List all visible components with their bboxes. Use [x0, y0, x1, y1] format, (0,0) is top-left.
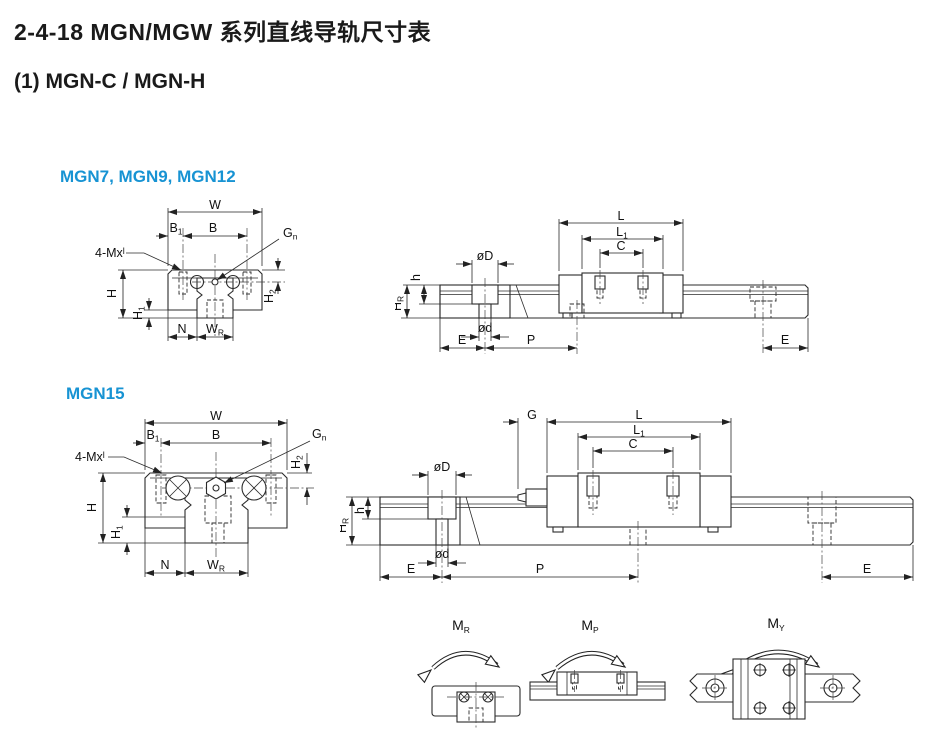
dim-label-g: G	[527, 408, 537, 422]
dim-label-h2: H2	[262, 289, 278, 303]
dim-label-w: W	[209, 198, 221, 212]
dim-label-c: C	[616, 239, 625, 253]
dim-label-hr: HR	[340, 518, 351, 533]
dim-label-e-left: E	[407, 562, 415, 576]
rail-bolt-hidden	[206, 299, 224, 319]
rail-cut-hatch	[379, 496, 461, 546]
dim-label-n: N	[177, 322, 186, 336]
carriage-body	[581, 272, 664, 314]
dim-label-l: L	[636, 408, 643, 422]
carriage-body	[577, 472, 701, 528]
dim-label-n: N	[160, 558, 169, 572]
dim-label-h-depth: h	[409, 274, 423, 281]
dim-label-h-depth: h	[353, 507, 367, 514]
dim-label-b: B	[212, 428, 220, 442]
dim-label-p: P	[536, 562, 544, 576]
dim-label-4mxl: 4-Mxl	[95, 246, 125, 260]
moment-label-my: MY	[767, 615, 785, 633]
dim-label-h-height: H	[85, 503, 99, 512]
dim-label-gn: Gn	[312, 427, 327, 443]
grease-port	[211, 278, 219, 286]
grease-nipple-tip	[517, 492, 527, 503]
mp-carriage	[556, 671, 638, 696]
dim-label-gn: Gn	[283, 226, 298, 242]
dim-label-b: B	[209, 221, 217, 235]
end-seal	[699, 475, 732, 528]
mgn15-cross-section-drawing: W B1 B 4-Mxl Gn H H1 H2 N WR	[75, 409, 327, 577]
dim-label-l1: L1	[616, 225, 628, 241]
dim-label-c: C	[628, 437, 637, 451]
ball-track	[225, 274, 241, 290]
dim-label-hr: HR	[395, 296, 406, 311]
dim-label-h1: H1	[131, 306, 147, 320]
page-subtitle: (1) MGN-C / MGN-H	[14, 70, 206, 93]
dim-label-h-height: H	[105, 289, 119, 298]
mgn15-side-view-drawing: G L L1 C øD h HR ød E P E	[340, 408, 914, 583]
moment-diagrams: MR MP MY	[416, 615, 861, 728]
grease-port-hex	[205, 476, 227, 500]
end-seal	[546, 475, 579, 528]
dim-label-w: W	[210, 409, 222, 423]
dim-label-e-left: E	[458, 333, 466, 347]
dim-label-od-small: ød	[435, 547, 450, 561]
dim-label-h2: H2	[289, 455, 305, 469]
my-carriage-top-view	[732, 658, 806, 720]
page-title: 2-4-18 MGN/MGW 系列直线导轨尺寸表	[14, 19, 432, 45]
ball-track	[189, 274, 205, 290]
dim-label-l1: L1	[633, 423, 645, 439]
dim-label-wr: WR	[207, 558, 225, 574]
dim-label-od-big: øD	[477, 249, 494, 263]
dim-label-wr: WR	[206, 322, 224, 338]
dim-label-b1: B1	[146, 428, 159, 444]
dim-label-l: L	[618, 209, 625, 223]
grease-nipple	[525, 488, 548, 507]
section-heading-mgn15: MGN15	[66, 384, 125, 403]
section-heading-mgn7-9-12: MGN7, MGN9, MGN12	[60, 167, 236, 186]
dim-label-p: P	[527, 333, 535, 347]
end-seal	[558, 274, 583, 314]
dim-label-e-right: E	[863, 562, 871, 576]
mgn-small-side-view-drawing: L L1 C øD h HR ød E P E	[395, 209, 809, 354]
dim-label-od-big: øD	[434, 460, 451, 474]
dim-label-b1: B1	[169, 221, 182, 237]
dim-label-h1: H1	[109, 525, 125, 539]
mgn-small-cross-section-drawing: W B1 B Gn 4-Mxl H H1 H2 N WR	[95, 198, 298, 341]
dim-label-4mxl: 4-Mxl	[75, 450, 105, 464]
dim-label-od-small: ød	[478, 321, 493, 335]
mount-thread-hidden	[155, 474, 167, 504]
moment-label-mr: MR	[452, 617, 470, 635]
dim-label-e-right: E	[781, 333, 789, 347]
moment-label-mp: MP	[581, 617, 599, 635]
